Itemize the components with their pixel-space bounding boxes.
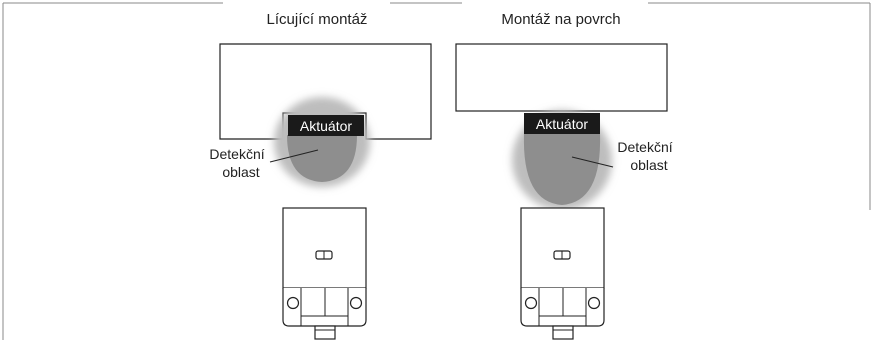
- flush-sensor: [282, 207, 367, 340]
- surface-actuator-box: [524, 113, 600, 134]
- flush-actuator-label: Aktuátor: [300, 118, 352, 134]
- mount-hole-icon: [286, 296, 300, 310]
- mount-hole-icon: [524, 296, 538, 310]
- mount-hole-icon: [587, 296, 601, 310]
- surface-sensor: [520, 207, 605, 340]
- flush-actuator-box: [288, 115, 364, 136]
- mount-hole-icon: [349, 296, 363, 310]
- surface-detection-label-line2: oblast: [630, 157, 667, 173]
- connector-icon: [552, 325, 574, 340]
- surface-detection-label-line1: Detekční: [617, 139, 672, 155]
- flush-detection-leader: [269, 149, 319, 163]
- frame: [2, 2, 871, 340]
- flush-mounting-surface: [219, 43, 432, 140]
- surface-mount-title: Montáž na povrch: [501, 11, 620, 28]
- flush-detection-area: [274, 97, 370, 187]
- flush-mount-title: Lícující montáž: [267, 11, 368, 28]
- surface-mount-group: Montáž na povrch Aktuátor Detekční oblas…: [455, 11, 673, 340]
- surface-detection-area: [512, 110, 612, 210]
- surface-mounting-surface: [455, 43, 668, 112]
- flush-detection-label-line2: oblast: [222, 164, 259, 180]
- surface-actuator-label: Aktuátor: [536, 116, 588, 132]
- flush-detection-label-line1: Detekční: [209, 146, 264, 162]
- connector-icon: [314, 325, 336, 340]
- flush-mount-group: Lícující montáž Aktuátor Detekční oblast: [209, 11, 432, 340]
- surface-detection-leader: [571, 156, 614, 168]
